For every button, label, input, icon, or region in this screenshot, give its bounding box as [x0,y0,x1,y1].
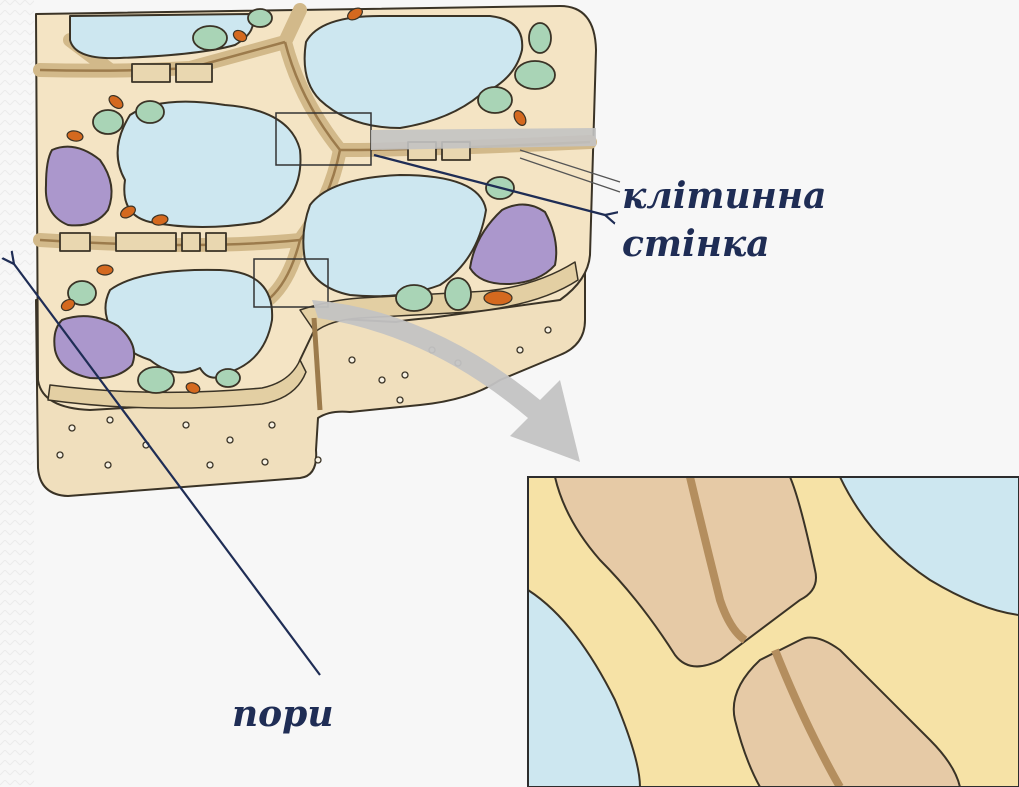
left-edge-pattern [0,0,34,787]
plant-tissue-block [36,6,596,496]
label-pores: пори [232,690,334,738]
zoom-inset [528,477,1019,787]
label-cell-wall-line1: клітинна [622,172,826,220]
label-cell-wall-line2: стінка [622,220,770,268]
